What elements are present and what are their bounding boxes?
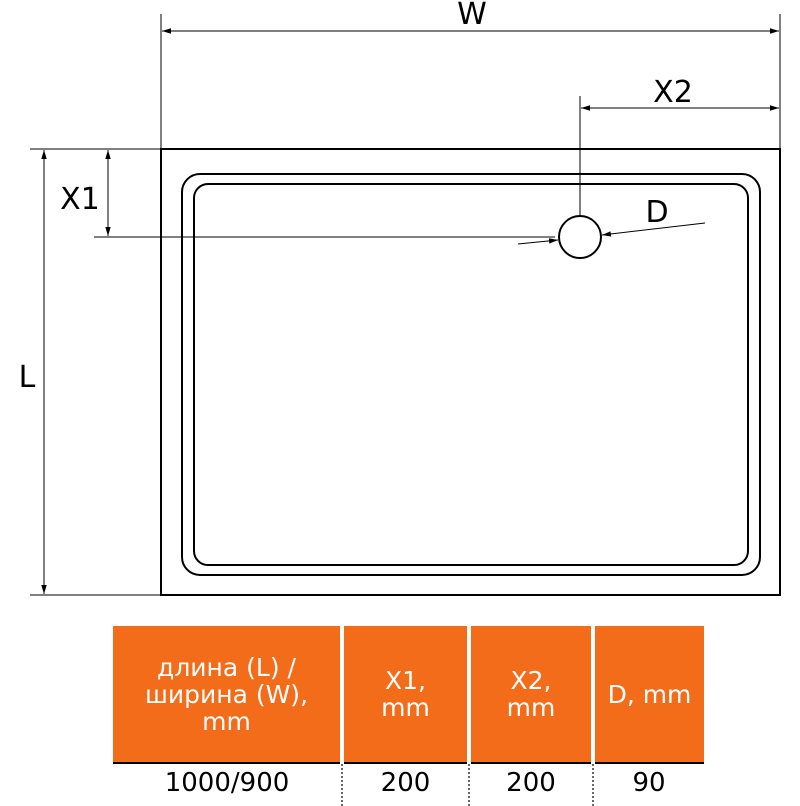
tray-outer-edge [160,148,781,596]
drain-diameter-label: D [645,195,668,230]
x1-label: X1 [60,182,100,217]
specification-table: длина (L) / ширина (W), mm X1, mm X2, mm… [113,626,704,806]
tray-basin-outer [181,173,761,576]
length-label: L [19,360,36,395]
drain-diameter-leader-right [601,222,706,237]
width-label: W [457,0,487,32]
shower-tray-diagram: W X2 L X1 D [19,0,781,596]
cell-d: 90 [592,762,704,806]
cell-length-width: 1000/900 [113,762,342,806]
drain-diameter-leader-left [517,238,559,245]
cell-x1: 200 [341,762,469,806]
header-x2: X2, mm [467,626,593,763]
table-header-row: длина (L) / ширина (W), mm X1, mm X2, mm… [113,626,704,763]
tray-basin-inner [193,183,749,566]
cell-x2: 200 [468,762,593,806]
x2-label: X2 [653,75,693,110]
header-x1: X1, mm [340,626,469,763]
drain-circle [558,215,602,259]
header-length-width: длина (L) / ширина (W), mm [113,626,342,763]
table-row: 1000/900 200 200 90 [113,762,704,806]
header-d: D, mm [591,626,704,763]
